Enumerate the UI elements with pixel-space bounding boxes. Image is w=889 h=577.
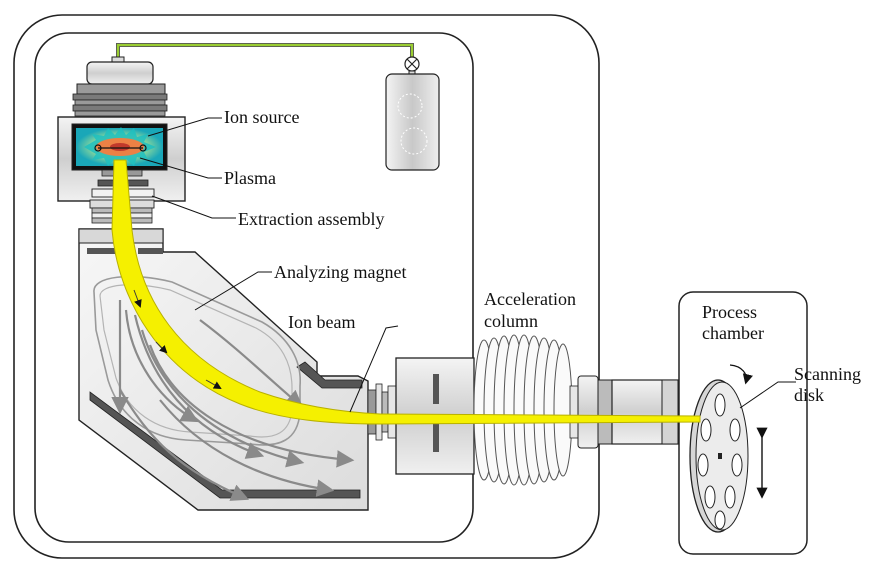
label-acceleration-line2: column: [484, 311, 538, 331]
label-ion-source: Ion source: [224, 107, 299, 127]
acceleration-column: [473, 334, 573, 486]
label-scanning-line1: Scanning: [794, 364, 861, 384]
gas-line: [116, 43, 414, 60]
ion-trajectories: [111, 300, 355, 501]
label-plasma: Plasma: [224, 168, 276, 188]
gas-bottle-icon-2: [400, 127, 428, 155]
valve-cross-icon: [406, 58, 418, 70]
magnet-pole-top: [296, 361, 363, 389]
scanning-disk: [689, 379, 749, 533]
label-acceleration-line1: Acceleration: [484, 289, 576, 309]
column-flange: [577, 375, 599, 449]
source-bellows: [72, 93, 168, 117]
source-cap: [86, 61, 154, 85]
label-process-line1: Process: [702, 302, 757, 322]
gas-cylinder-box: [385, 73, 440, 171]
rotation-arrow-icon: [729, 364, 753, 385]
label-scanning-line2: disk: [794, 385, 824, 405]
beam-direction-arrows: [133, 289, 222, 389]
label-analyzing-magnet: Analyzing magnet: [274, 262, 406, 282]
magnet-exit-coupling: [367, 383, 397, 441]
gas-bottle-icon: [397, 93, 423, 119]
label-process-line2: chamber: [702, 323, 764, 343]
label-ion-beam: Ion beam: [288, 312, 355, 332]
label-extraction-assembly: Extraction assembly: [238, 209, 384, 229]
leader-lines: [139, 117, 796, 413]
magnet-pole-bottom: [89, 391, 361, 499]
